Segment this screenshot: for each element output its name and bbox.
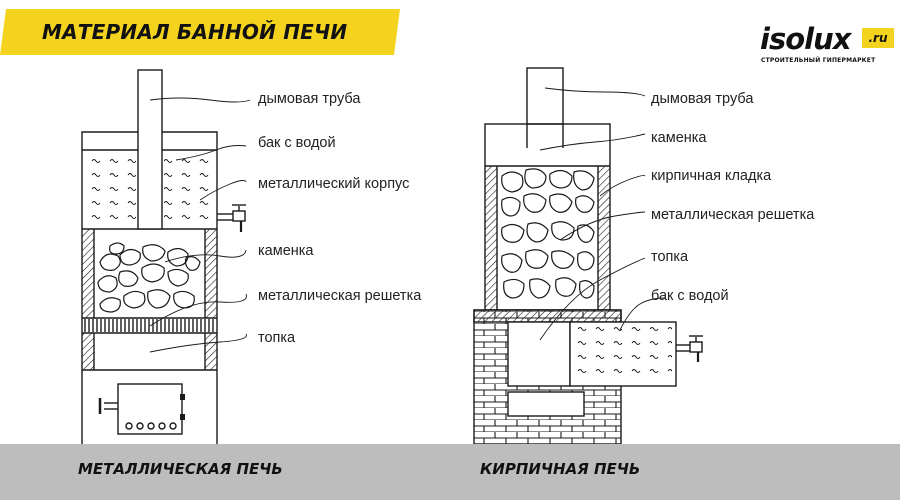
label-firebox-metal: топка <box>258 330 296 346</box>
water-waves-left <box>84 152 136 226</box>
page-title: МАТЕРИАЛ БАННОЙ ПЕЧИ <box>42 20 348 44</box>
metal-leader-lines <box>149 97 251 353</box>
metal-door <box>117 383 183 435</box>
label-grate-brick: металлическая решетка <box>651 207 815 223</box>
metal-stove-title: МЕТАЛЛИЧЕСКАЯ ПЕЧЬ <box>78 460 283 478</box>
label-stones-brick: каменка <box>651 130 707 146</box>
brick-stones <box>501 168 595 299</box>
metal-stones <box>97 242 201 313</box>
brick-ash-opening <box>507 391 585 417</box>
label-water-tank-brick: бак с водой <box>651 288 729 304</box>
label-chimney-brick: дымовая труба <box>651 91 754 107</box>
brick-stove-title: КИРПИЧНАЯ ПЕЧЬ <box>480 460 641 478</box>
label-firebox-brick: топка <box>651 249 689 265</box>
metal-chimney <box>137 69 163 230</box>
header-banner <box>0 9 400 55</box>
metal-grate <box>84 319 215 332</box>
logo-name: isolux <box>760 22 851 56</box>
brick-stove <box>473 67 703 445</box>
brick-faucet-icon <box>676 335 703 362</box>
label-brickwork: кирпичная кладка <box>651 168 772 184</box>
brick-chimney <box>526 67 564 125</box>
water-waves-right <box>164 152 215 226</box>
label-metal-body: металлический корпус <box>258 176 410 192</box>
footer-bar <box>0 444 900 500</box>
metal-stove <box>81 69 251 444</box>
metal-faucet-icon <box>217 204 246 232</box>
brick-firebox <box>507 321 571 387</box>
label-stones-metal: каменка <box>258 243 314 259</box>
logo-tagline: СТРОИТЕЛЬНЫЙ ГИПЕРМАРКЕТ <box>761 57 876 64</box>
isolux-logo[interactable]: isolux .ru СТРОИТЕЛЬНЫЙ ГИПЕРМАРКЕТ <box>760 22 895 70</box>
label-chimney-metal: дымовая труба <box>258 91 361 107</box>
label-water-tank-metal: бак с водой <box>258 135 336 151</box>
logo-tld: .ru <box>862 28 894 48</box>
brick-leader-lines <box>539 87 666 341</box>
label-grate-metal: металлическая решетка <box>258 288 422 304</box>
